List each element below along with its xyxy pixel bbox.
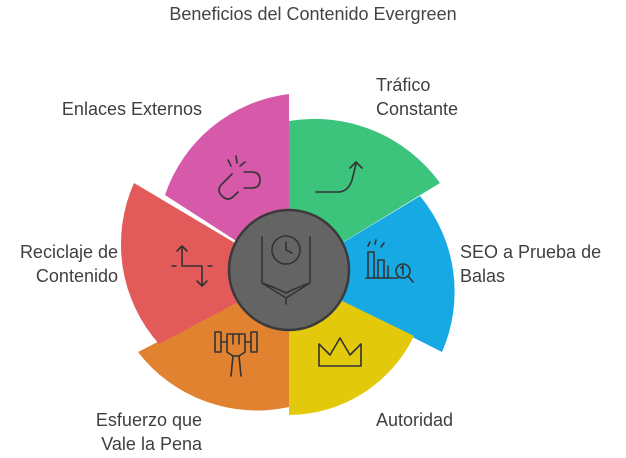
strong-fist-icon [214, 331, 258, 377]
diagram-title: Beneficios del Contenido Evergreen [169, 4, 457, 24]
recycle-arrows-icon [171, 245, 213, 287]
crown-icon [318, 337, 362, 367]
center-circle [227, 208, 351, 332]
label-enlaces: Enlaces Externos [61, 99, 202, 119]
label-esfuerzo: Esfuerzo que Vale la Pena [95, 410, 202, 454]
label-seo: SEO a Prueba de Balas [460, 242, 602, 286]
clock-book-icon [261, 235, 311, 305]
trend-up-arrow-icon [315, 161, 363, 193]
label-trafico: Tráfico Constante [376, 75, 459, 119]
segment-reciclaje [120, 183, 289, 344]
broken-link-icon [218, 155, 261, 200]
ranking-magnifier-icon [365, 239, 414, 283]
label-reciclaje: Reciclaje de Contenido [19, 242, 118, 286]
label-autoridad: Autoridad [376, 410, 454, 430]
segment-seo [289, 196, 455, 352]
